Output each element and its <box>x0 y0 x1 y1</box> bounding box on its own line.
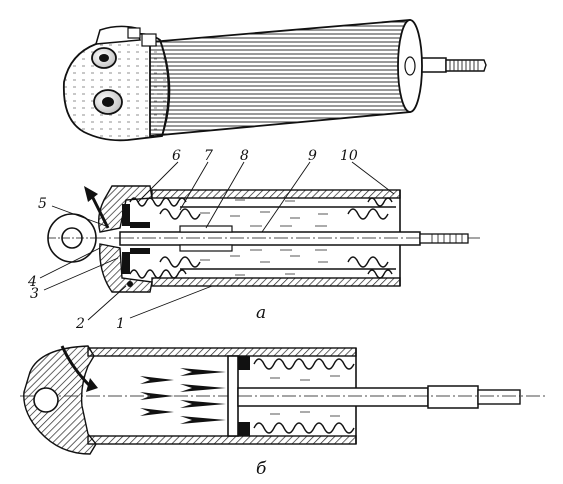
label-10: 10 <box>340 148 358 164</box>
cylinder-wall-top <box>87 347 357 357</box>
left-springs <box>129 197 201 279</box>
cylinder-body <box>149 19 420 137</box>
section-view-a: 1 2 3 4 5 6 7 8 9 10 а <box>27 148 480 332</box>
label-9: 9 <box>308 148 317 164</box>
cylinder-wall-bottom <box>87 435 357 445</box>
label-5: 5 <box>38 196 47 212</box>
perspective-view <box>62 19 487 142</box>
leader-4 <box>39 247 101 279</box>
label-2: 2 <box>75 316 85 332</box>
springs-b <box>253 358 355 434</box>
flow-arrow-in <box>60 345 92 388</box>
label-7: 7 <box>204 148 213 164</box>
label-4: 4 <box>27 274 37 290</box>
plug <box>127 27 141 39</box>
label-3: 3 <box>30 286 39 302</box>
flow-chevrons <box>140 368 226 424</box>
right-springs <box>347 197 393 279</box>
label-1: 1 <box>116 316 125 332</box>
leader-10 <box>351 161 395 195</box>
flow-arrow-out <box>90 195 110 229</box>
leader-2 <box>87 285 127 321</box>
leader-5 <box>51 205 107 227</box>
leader-8 <box>205 161 245 229</box>
leader-6 <box>137 161 179 203</box>
piston-rod <box>119 231 421 246</box>
rod-stub <box>419 57 447 73</box>
valve-block-lower <box>122 252 130 274</box>
rod-guide <box>179 225 233 233</box>
leader-9 <box>261 161 311 233</box>
head-casting <box>97 185 153 233</box>
valve-block-upper <box>122 204 130 226</box>
section-view-b: б <box>20 345 545 479</box>
piston-rod-b <box>237 387 429 407</box>
mounting-eye-b <box>33 387 59 413</box>
leader-1 <box>129 285 213 319</box>
outer-cylinder-wall-bottom <box>151 277 401 287</box>
label-6: 6 <box>172 148 181 164</box>
cylinder-head <box>62 32 170 142</box>
leader-3 <box>43 257 119 291</box>
caption-b: б <box>256 459 267 479</box>
label-8: 8 <box>240 148 249 164</box>
leader-7 <box>179 161 209 211</box>
caption-a: а <box>256 303 266 323</box>
piston <box>227 355 239 437</box>
